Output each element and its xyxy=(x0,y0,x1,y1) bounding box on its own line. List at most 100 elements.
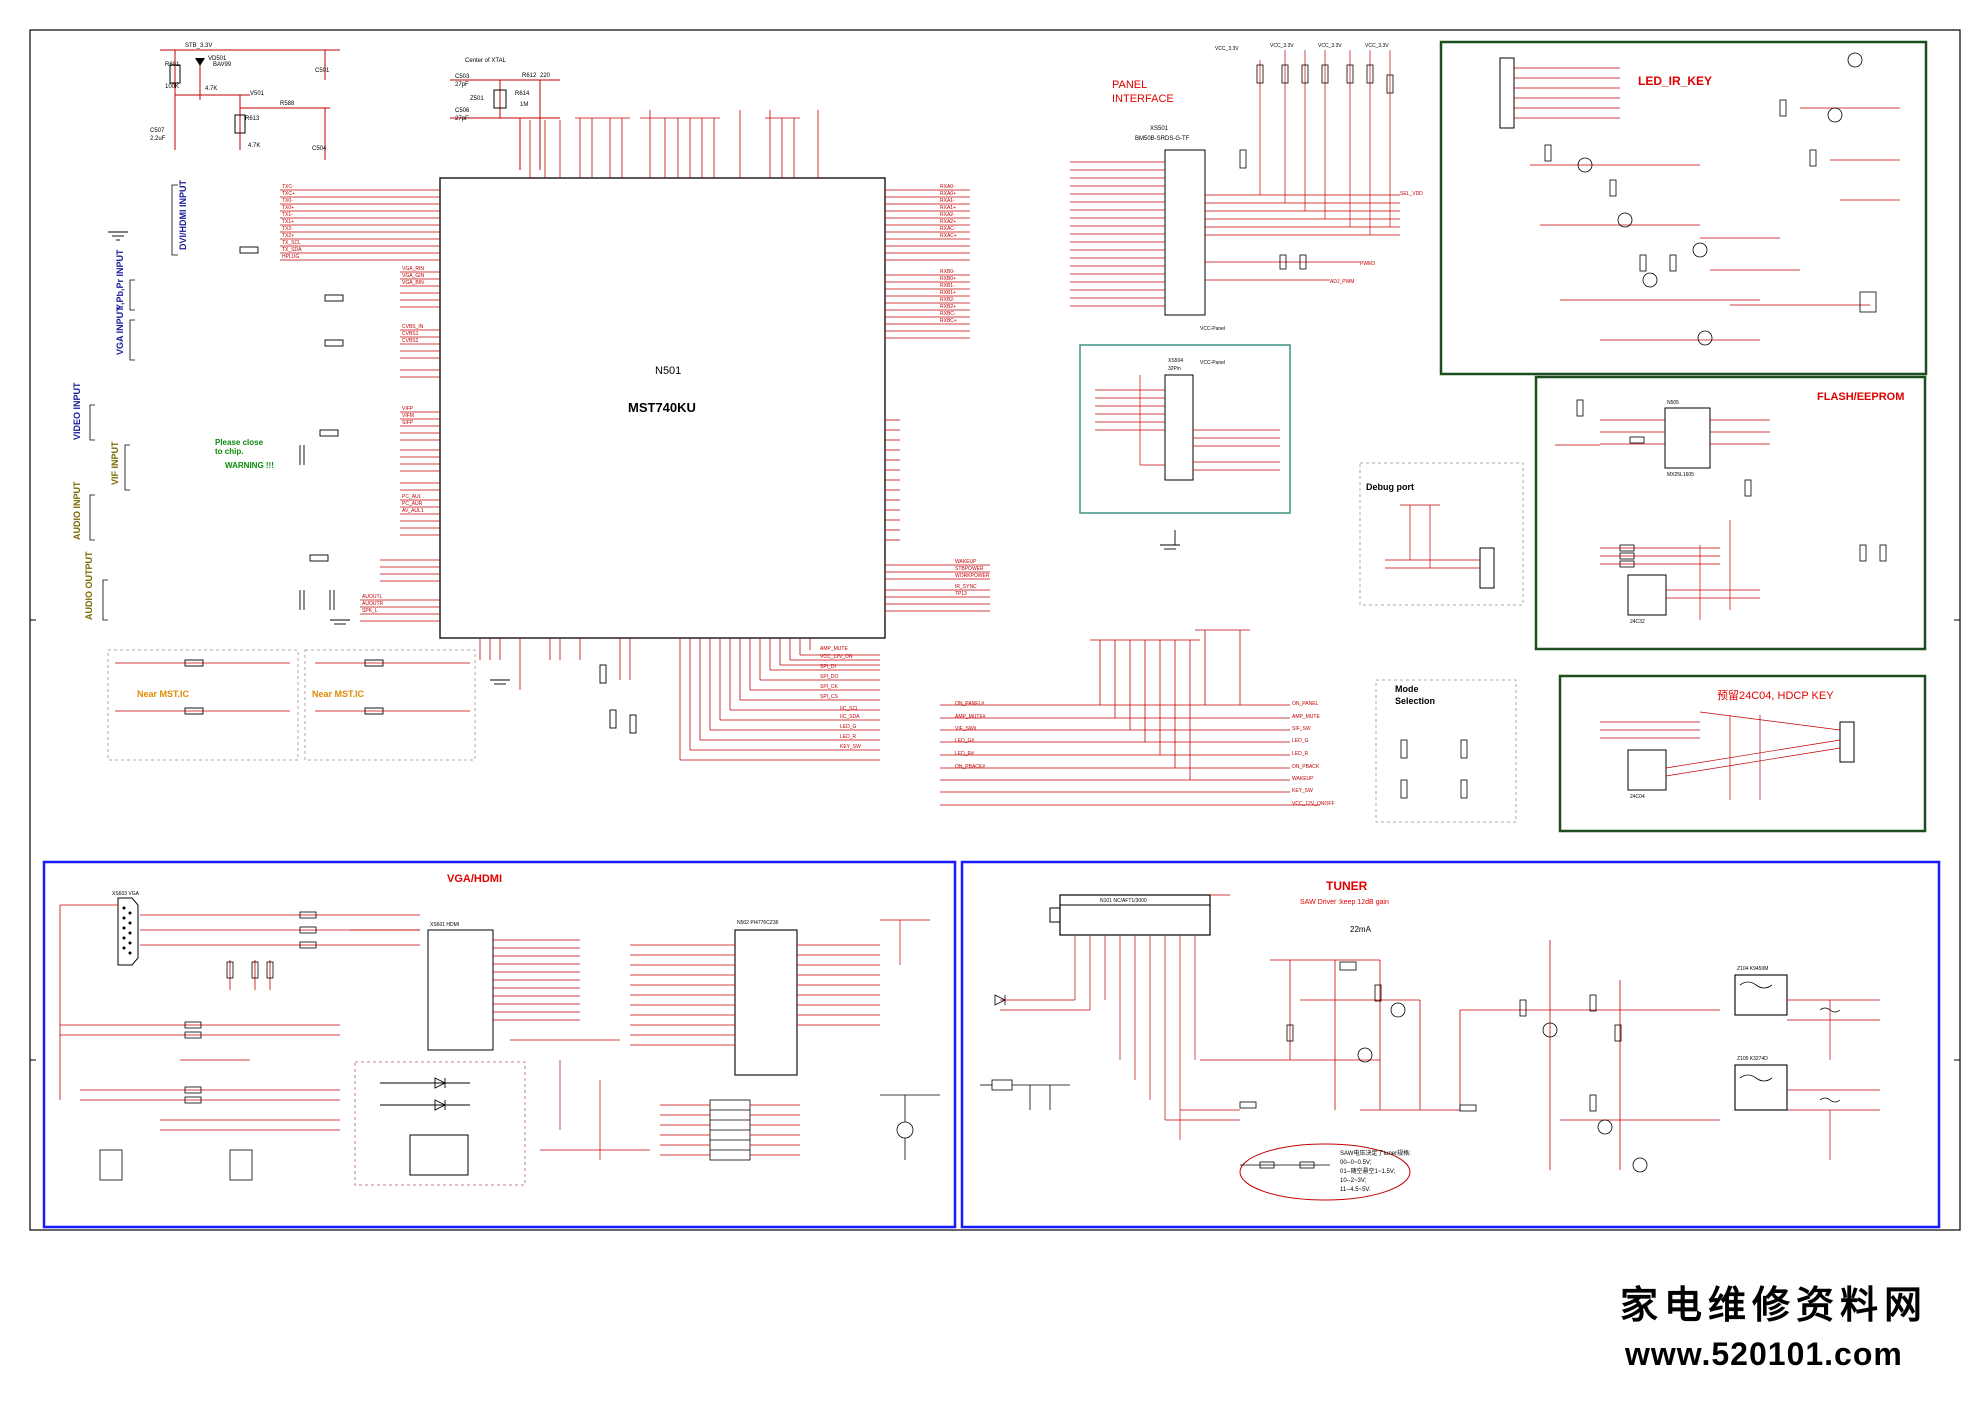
svg-text:4.7K: 4.7K xyxy=(205,86,217,92)
hdcp-frame xyxy=(1558,674,1927,833)
debug-wires xyxy=(1385,504,1480,569)
left-section-labels: DVI/HDMI INPUT Y,Pb,Pr INPUT VGA INPUT V… xyxy=(72,179,188,620)
vga-parts xyxy=(99,911,317,1181)
panel-connector-nets xyxy=(1070,50,1400,307)
svg-text:R588: R588 xyxy=(280,101,295,107)
if-amp-parts xyxy=(1239,961,1648,1173)
svg-text:IIC_SDA: IIC_SDA xyxy=(840,714,860,720)
svg-text:CVBS_IN: CVBS_IN xyxy=(402,324,424,330)
tuner-title: TUNER xyxy=(1326,879,1368,893)
flash-ic xyxy=(1664,407,1711,469)
svg-text:KEY_SW: KEY_SW xyxy=(840,744,861,750)
main-ic: N501 MST740KU xyxy=(439,177,886,639)
svg-text:Center of XTAL: Center of XTAL xyxy=(465,58,507,64)
svg-text:KEY_SW: KEY_SW xyxy=(1292,788,1313,794)
eeprom-ic xyxy=(1627,574,1667,616)
tuner-note-3: 01--随空悬空1~1.5V; xyxy=(1340,1167,1396,1175)
tuner-frame xyxy=(960,860,1941,1229)
svg-text:SPI_DO: SPI_DO xyxy=(820,674,838,680)
flash-ic-ref: N505 xyxy=(1667,400,1679,406)
svg-text:TX1-: TX1- xyxy=(282,212,293,218)
panel-connector xyxy=(1164,149,1206,316)
svg-text:RXA1-: RXA1- xyxy=(940,198,955,204)
debug-port-frame xyxy=(1359,462,1524,606)
svg-text:220: 220 xyxy=(540,73,551,79)
ic-bottom-pins xyxy=(479,638,880,761)
svg-text:ON_PBACK: ON_PBACK xyxy=(1292,764,1320,770)
svg-text:SEL_VDD: SEL_VDD xyxy=(1400,191,1423,197)
svg-text:ON_PANEL: ON_PANEL xyxy=(1292,701,1319,707)
tuner-supply xyxy=(980,994,1070,1110)
eeprom-ic-part: 24C32 xyxy=(1630,619,1645,625)
svg-text:V501: V501 xyxy=(250,91,265,97)
svg-text:AMP_MUTE: AMP_MUTE xyxy=(1292,714,1320,720)
hdmi-switch-nets xyxy=(630,919,930,1046)
near-mst-box-1 xyxy=(107,649,299,761)
svg-text:VGA_BIN: VGA_BIN xyxy=(402,280,424,286)
svg-text:RXB1-: RXB1- xyxy=(940,283,955,289)
crystal-circuit xyxy=(450,79,560,170)
svg-text:TP13: TP13 xyxy=(955,591,967,597)
svg-text:RXA1+: RXA1+ xyxy=(940,205,956,211)
tuner-notes: SAW电压决定了tuner规格: 00--0~0.5V; 01--随空悬空1~1… xyxy=(1340,1149,1411,1193)
svg-text:VIFP: VIFP xyxy=(402,406,414,412)
svg-text:PWM3: PWM3 xyxy=(1360,261,1375,267)
svg-text:TXC-: TXC- xyxy=(282,184,294,190)
ic-right-pins xyxy=(885,189,990,612)
label-dvi-hdmi-input: DVI/HDMI INPUT xyxy=(178,179,188,250)
panel-resistors xyxy=(1239,64,1394,270)
svg-text:AUOUTR: AUOUTR xyxy=(362,601,384,607)
tuner-note-resistors xyxy=(1240,1161,1330,1169)
svg-text:AV_AUL1: AV_AUL1 xyxy=(402,508,424,514)
svg-text:TX_SDA: TX_SDA xyxy=(282,247,302,253)
hdcp-title: 预留24C04, HDCP KEY xyxy=(1717,689,1834,702)
svg-text:VCC-Panel: VCC-Panel xyxy=(1200,326,1225,332)
svg-text:IIC_SCL: IIC_SCL xyxy=(840,706,859,712)
svg-text:LED_G#: LED_G# xyxy=(955,738,974,744)
svg-text:LED_R: LED_R xyxy=(840,734,857,740)
net-label-texture: TXC-TXC+TX0-TX0+ TX1-TX1+TX2-TX2+ TX_SCL… xyxy=(282,184,990,750)
svg-text:RXA2-: RXA2- xyxy=(940,212,955,218)
svg-text:STB_3.3V: STB_3.3V xyxy=(185,43,212,49)
svg-text:VCC_3.3V: VCC_3.3V xyxy=(1365,43,1389,49)
svg-text:RXA0-: RXA0- xyxy=(940,184,955,190)
mode-selection-frame xyxy=(1375,679,1517,823)
tuner-note-5: 11--4.5~5V. xyxy=(1340,1187,1371,1193)
debug-port-title: Debug port xyxy=(1366,482,1414,492)
st5v-circuit xyxy=(880,1094,940,1160)
svg-text:27pF: 27pF xyxy=(455,82,469,88)
svg-text:VIFM: VIFM xyxy=(402,413,414,419)
near-mst-label-1: Near MST.IC xyxy=(137,689,190,699)
svg-text:SPI_DI: SPI_DI xyxy=(820,664,836,670)
saw-outputs xyxy=(1787,999,1880,1160)
svg-text:LED_G: LED_G xyxy=(840,724,857,730)
hdmi-switch-ref: N502 PI4776CZ36 xyxy=(737,920,779,926)
svg-text:PC_AUL: PC_AUL xyxy=(402,494,422,500)
svg-text:SPI_CS: SPI_CS xyxy=(820,694,838,700)
svg-text:RXA2+: RXA2+ xyxy=(940,219,956,225)
flash-eeprom-title: FLASH/EEPROM xyxy=(1817,391,1904,403)
key-connector xyxy=(1499,57,1515,129)
flash-nets xyxy=(1555,419,1770,620)
svg-text:VD501: VD501 xyxy=(208,56,227,62)
svg-text:C506: C506 xyxy=(455,108,470,114)
svg-text:VCC_12V_ONOFF: VCC_12V_ONOFF xyxy=(1292,801,1335,807)
svg-text:SIF_SW: SIF_SW xyxy=(1292,726,1311,732)
svg-text:2.2uF: 2.2uF xyxy=(150,136,166,142)
hdmi-resistor-array xyxy=(709,1099,751,1161)
watermark-title: 家电维修资料网 xyxy=(1620,1282,1928,1327)
svg-text:100K: 100K xyxy=(165,84,179,90)
hdmi-nets xyxy=(493,939,650,1160)
lvds-connector-frame xyxy=(1079,344,1291,514)
svg-text:WAKEUP: WAKEUP xyxy=(1292,776,1314,782)
hdmi-5v-box xyxy=(354,1061,526,1186)
label-video-input: VIDEO INPUT xyxy=(72,382,82,440)
current-label: 22mA xyxy=(1350,925,1372,934)
tuner-subtitle: SAW Driver :keep 12dB gain xyxy=(1300,899,1389,906)
svg-text:RXA0+: RXA0+ xyxy=(940,191,956,197)
tuner-notes-ellipse xyxy=(1239,1143,1411,1201)
svg-text:4.7K: 4.7K xyxy=(248,143,260,149)
vga-connector xyxy=(117,897,139,966)
